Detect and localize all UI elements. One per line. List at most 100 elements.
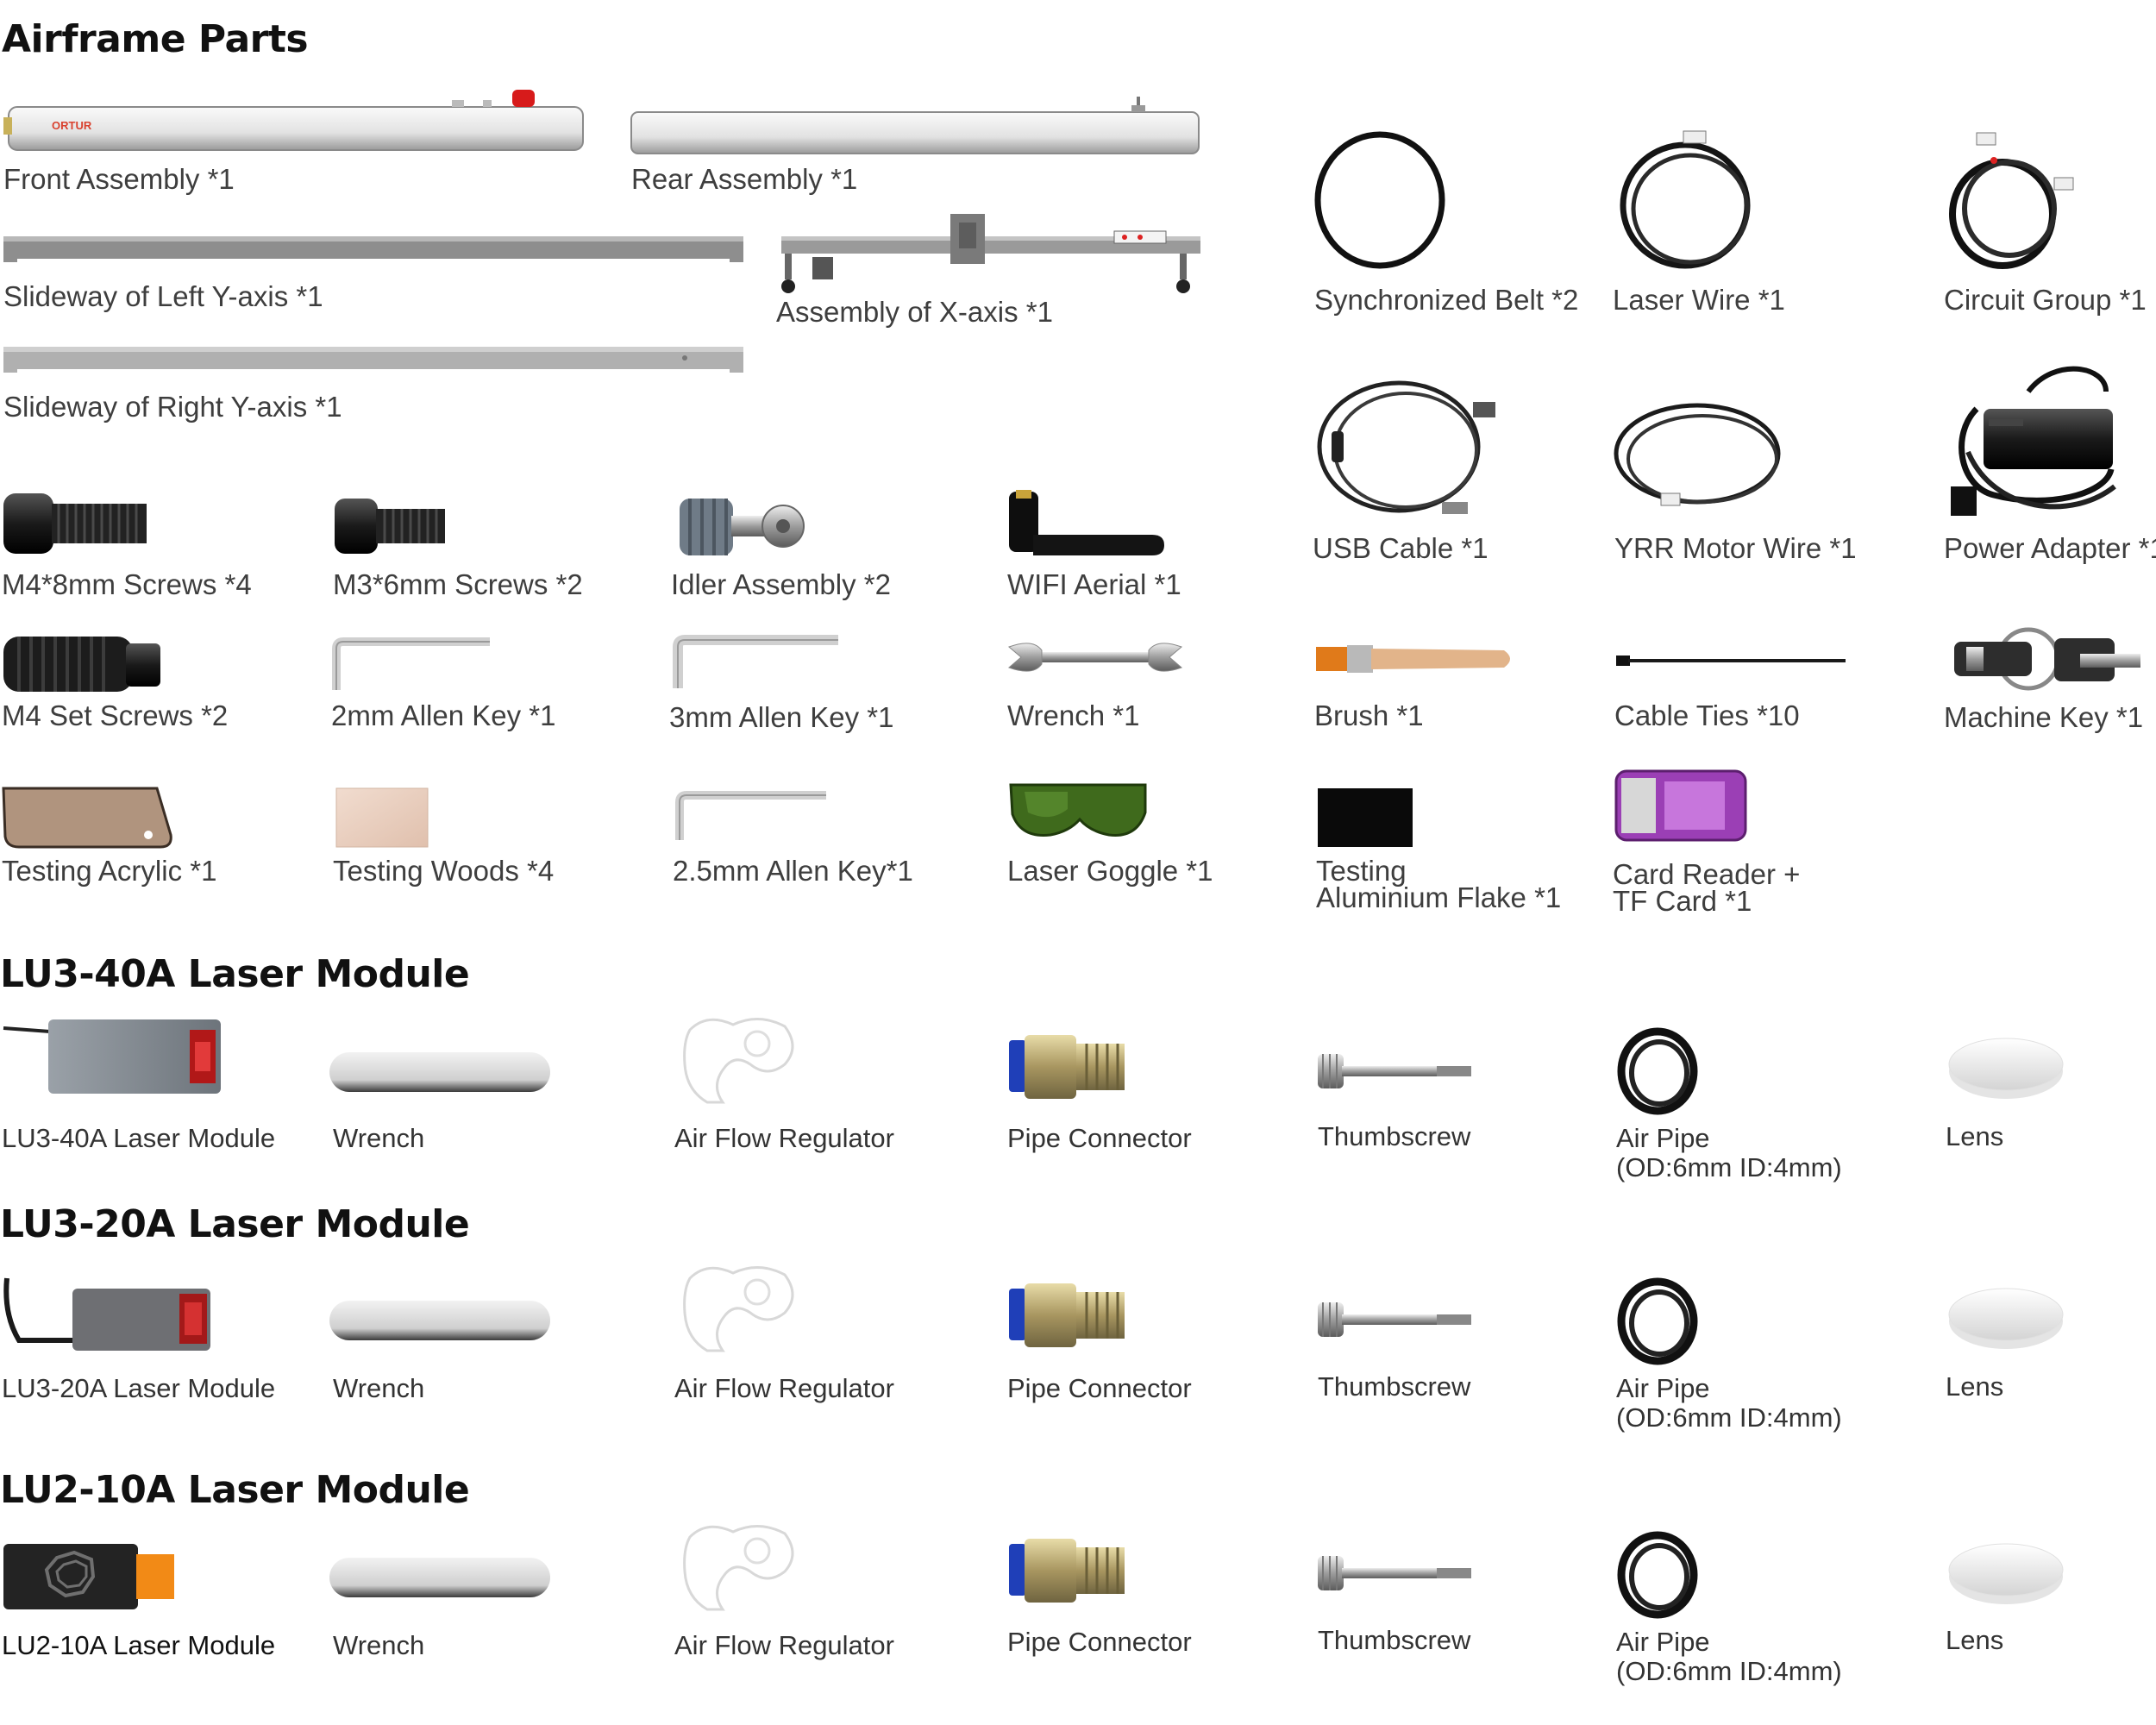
lu3-40a-regulator-image [673, 1013, 800, 1107]
testing-woods-image [335, 787, 429, 849]
lu2-10a-module-image [2, 1540, 179, 1613]
circuit-group-label: Circuit Group *1 [1944, 284, 2147, 316]
lu3-20a-air-pipe-label-line1: Air Pipe [1616, 1373, 1710, 1403]
card-reader-image [1613, 762, 1756, 847]
brush-image [1314, 642, 1518, 676]
usb-cable-image [1313, 371, 1511, 523]
lu3-40a-connector-label: Pipe Connector [1007, 1123, 1192, 1153]
lu3-20a-lens-label: Lens [1946, 1371, 2004, 1402]
lu3-20a-air-pipe-label-line2: (OD:6mm ID:4mm) [1616, 1402, 1842, 1433]
card-reader-label-line1: Card Reader + [1613, 858, 1801, 890]
rear-assembly-image [630, 90, 1200, 159]
section-title-lu3-40a: LU3-40A Laser Module [0, 952, 470, 996]
m3-6mm-screw-image [333, 495, 447, 559]
left-y-slideway-image [3, 233, 745, 264]
lu2-10a-lens-label: Lens [1946, 1625, 2004, 1655]
lu3-20a-thumbscrew-image [1316, 1301, 1473, 1339]
allen-key-3mm-label: 3mm Allen Key *1 [669, 701, 894, 733]
power-adapter-image [1942, 357, 2123, 526]
x-axis-assembly-image [778, 210, 1202, 297]
aluminium-flake-image [1316, 787, 1414, 849]
brush-label: Brush *1 [1314, 699, 1424, 731]
allen-key-25mm-label: 2.5mm Allen Key*1 [673, 855, 913, 887]
yrr-motor-wire-image [1609, 393, 1782, 514]
card-reader-label-line2: TF Card *1 [1613, 885, 1752, 917]
lu3-40a-module-label: LU3-40A Laser Module [2, 1123, 276, 1153]
lu3-40a-thumbscrew-label: Thumbscrew [1318, 1121, 1471, 1151]
lu3-20a-regulator-image [673, 1261, 800, 1356]
lu3-40a-air-pipe-label-line1: Air Pipe [1616, 1123, 1710, 1153]
m4-8mm-screws-label: M4*8mm Screws *4 [2, 568, 252, 600]
machine-key-image [1951, 624, 2142, 695]
lu3-20a-wrench-label: Wrench [333, 1373, 425, 1403]
lu3-20a-thumbscrew-label: Thumbscrew [1318, 1371, 1471, 1402]
lu2-10a-regulator-label: Air Flow Regulator [674, 1630, 894, 1660]
laser-goggle-label: Laser Goggle *1 [1007, 855, 1213, 887]
left-y-slideway-label: Slideway of Left Y-axis *1 [3, 280, 323, 312]
lu3-20a-wrench-pad-image [328, 1297, 552, 1346]
section-title-lu3-20a: LU3-20A Laser Module [0, 1202, 470, 1246]
lu3-40a-regulator-label: Air Flow Regulator [674, 1123, 894, 1153]
synchronized-belt-image [1313, 129, 1451, 273]
allen-key-2mm-image [329, 637, 493, 695]
wifi-aerial-image [1007, 490, 1166, 559]
lu2-10a-air-pipe-image [1614, 1530, 1701, 1620]
idler-assembly-label: Idler Assembly *2 [671, 568, 891, 600]
allen-key-3mm-image [669, 635, 843, 695]
laser-goggle-image [1007, 778, 1150, 847]
synchronized-belt-label: Synchronized Belt *2 [1314, 284, 1579, 316]
lu3-20a-module-label: LU3-20A Laser Module [2, 1373, 276, 1403]
front-assembly-image: ORTUR [3, 85, 590, 155]
laser-wire-image [1613, 126, 1768, 273]
lu3-40a-lens-image [1946, 1033, 2066, 1102]
lu3-40a-air-pipe-label-line2: (OD:6mm ID:4mm) [1616, 1152, 1842, 1182]
lu3-40a-lens-label: Lens [1946, 1121, 2004, 1151]
wifi-aerial-label: WIFI Aerial *1 [1007, 568, 1181, 600]
m4-set-screw-image [2, 631, 166, 697]
usb-cable-label: USB Cable *1 [1313, 532, 1489, 564]
testing-acrylic-label: Testing Acrylic *1 [2, 855, 217, 887]
lu3-20a-connector-image [1007, 1280, 1128, 1351]
yrr-motor-wire-label: YRR Motor Wire *1 [1614, 532, 1857, 564]
testing-acrylic-image [2, 787, 174, 849]
circuit-group-image [1942, 126, 2089, 273]
wrench-label: Wrench *1 [1007, 699, 1140, 731]
lu2-10a-air-pipe-label-line1: Air Pipe [1616, 1627, 1710, 1657]
idler-assembly-image [676, 486, 818, 562]
lu2-10a-thumbscrew-image [1316, 1554, 1473, 1592]
front-assembly-label: Front Assembly *1 [3, 163, 235, 195]
m3-6mm-screws-label: M3*6mm Screws *2 [333, 568, 583, 600]
lu3-20a-connector-label: Pipe Connector [1007, 1373, 1192, 1403]
x-axis-assembly-label: Assembly of X-axis *1 [776, 296, 1053, 328]
lu2-10a-module-label: LU2-10A Laser Module [2, 1630, 276, 1660]
lu3-40a-wrench-label: Wrench [333, 1123, 425, 1153]
lu2-10a-regulator-image [673, 1520, 800, 1615]
power-adapter-label: Power Adapter *1 [1944, 532, 2156, 564]
m4-8mm-screw-image [2, 488, 148, 559]
allen-key-25mm-image [673, 791, 830, 845]
lu2-10a-thumbscrew-label: Thumbscrew [1318, 1625, 1471, 1655]
aluminium-flake-label-line2: Aluminium Flake *1 [1316, 881, 1562, 913]
wrench-image [1007, 640, 1183, 674]
machine-key-label: Machine Key *1 [1944, 701, 2144, 733]
testing-woods-label: Testing Woods *4 [333, 855, 555, 887]
lu3-20a-regulator-label: Air Flow Regulator [674, 1373, 894, 1403]
right-y-slideway-image [3, 343, 745, 374]
right-y-slideway-label: Slideway of Right Y-axis *1 [3, 391, 342, 423]
ortur-logo: ORTUR [52, 119, 92, 132]
laser-wire-label: Laser Wire *1 [1613, 284, 1785, 316]
lu2-10a-connector-image [1007, 1535, 1128, 1606]
lu3-20a-air-pipe-image [1614, 1276, 1701, 1366]
lu2-10a-wrench-pad-image [328, 1554, 552, 1603]
lu3-40a-air-pipe-image [1614, 1026, 1701, 1116]
lu3-20a-module-image [2, 1271, 217, 1358]
cable-ties-image [1614, 652, 1849, 669]
cable-ties-label: Cable Ties *10 [1614, 699, 1800, 731]
section-title-lu2-10a: LU2-10A Laser Module [0, 1468, 470, 1512]
allen-key-2mm-label: 2mm Allen Key *1 [331, 699, 556, 731]
lu2-10a-lens-image [1946, 1539, 2066, 1608]
section-title-airframe: Airframe Parts [2, 17, 309, 61]
lu3-20a-lens-image [1946, 1283, 2066, 1352]
lu3-40a-module-image [2, 1016, 226, 1099]
lu3-40a-connector-image [1007, 1032, 1128, 1102]
